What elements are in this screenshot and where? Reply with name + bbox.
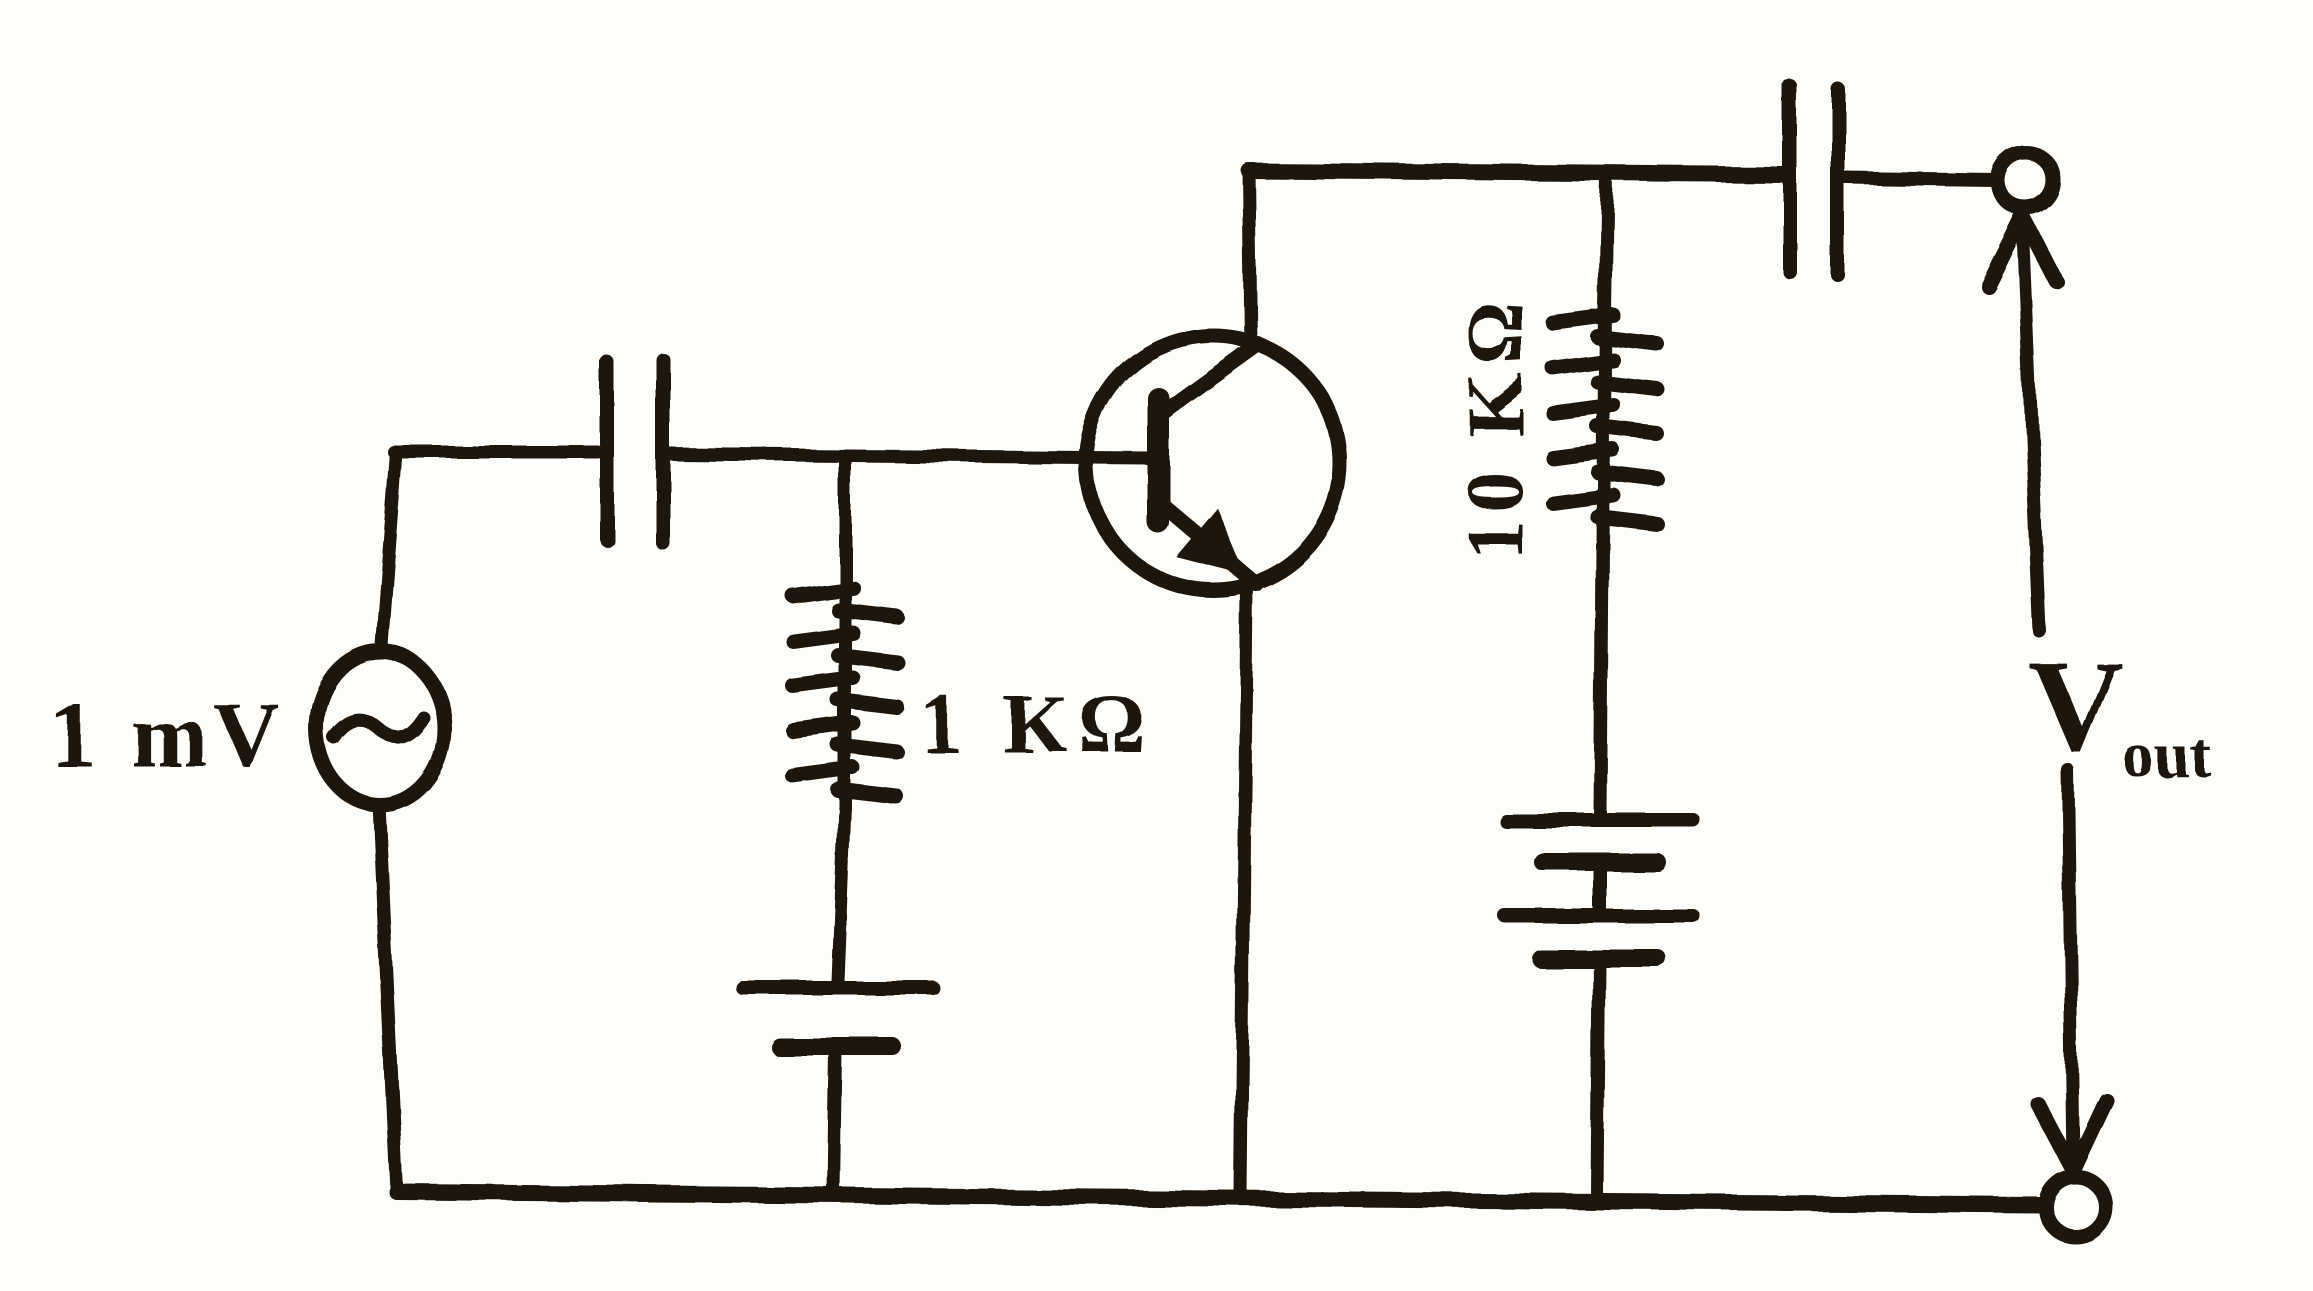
output-coupling-capacitor xyxy=(1783,79,2003,282)
output-wire-upper xyxy=(2016,213,2047,639)
ac-source-icon xyxy=(308,643,452,813)
input-resistor-branch: 1 KΩ xyxy=(736,448,1156,1199)
transistor-icon xyxy=(1078,163,1348,1201)
load-resistor-label: 10 KΩ xyxy=(1452,294,1540,560)
collector-wire xyxy=(1242,163,1258,357)
transistor-collector-lead xyxy=(1156,336,1266,420)
transistor-circle xyxy=(1078,328,1348,598)
wire-source-bottom xyxy=(372,797,404,1199)
wire-r2-mid xyxy=(1593,538,1609,823)
ac-source-branch: 1 mV xyxy=(50,445,452,1199)
input-battery-icon xyxy=(736,981,940,1056)
bottom-rail xyxy=(389,1184,2052,1213)
wire-cap-to-terminal xyxy=(1839,171,2003,187)
resistor-1k-coil-icon xyxy=(785,580,905,805)
input-resistor-label: 1 KΩ xyxy=(920,678,1156,771)
output-branch: V out xyxy=(1980,145,2212,1245)
output-wire-lower xyxy=(2061,763,2080,1175)
wire-r2-bottom xyxy=(1590,953,1606,1201)
base-wire xyxy=(663,447,1157,465)
vout-label: V xyxy=(2028,632,2123,779)
top-rail xyxy=(1241,163,1791,183)
wire-r2-top xyxy=(1598,167,1614,319)
resistor-10k-coil-icon xyxy=(1545,307,1665,532)
wire-source-top xyxy=(374,445,403,659)
vout-subscript-label: out xyxy=(2122,719,2212,790)
load-battery-icon xyxy=(1498,813,1700,967)
emitter-arrow-icon xyxy=(1176,508,1246,575)
source-voltage-label: 1 mV xyxy=(50,684,286,786)
output-terminal-bottom-icon xyxy=(2038,1169,2114,1245)
wire-r1-mid xyxy=(831,798,852,989)
input-coupling-capacitor xyxy=(387,353,670,550)
wire-r1-bottom xyxy=(827,1045,843,1199)
emitter-wire xyxy=(1234,581,1254,1201)
sine-wave-icon xyxy=(326,710,430,744)
load-resistor-branch: 10 KΩ xyxy=(1452,167,1700,1201)
output-terminal-top-icon xyxy=(1990,145,2062,217)
